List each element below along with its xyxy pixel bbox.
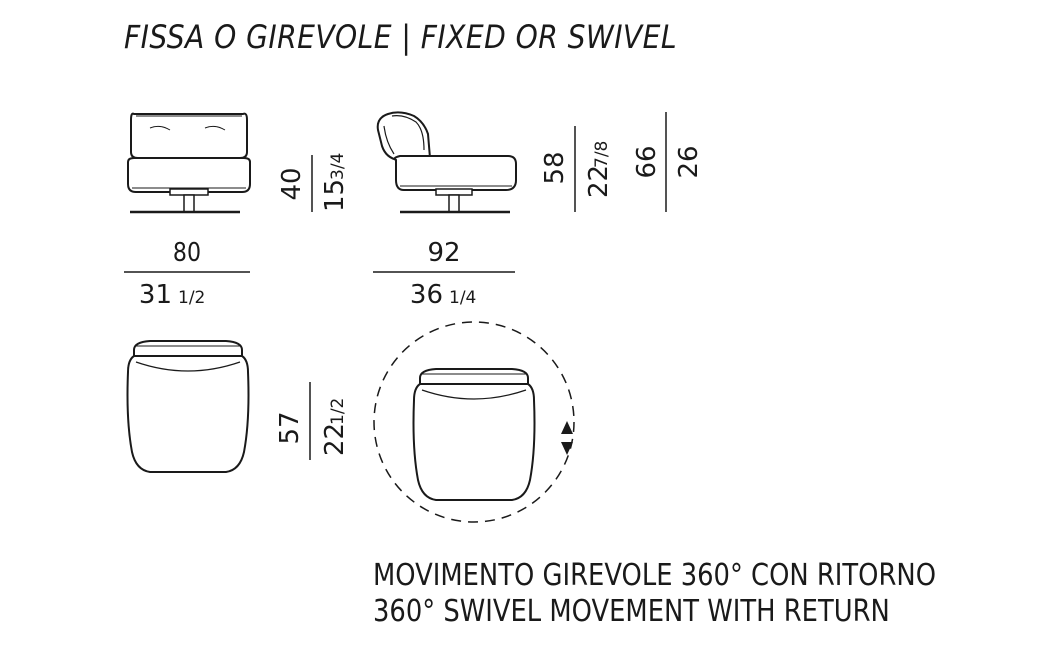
seat-height-in: 15: [320, 179, 350, 212]
swivel-top-view-chair: [373, 321, 575, 523]
side-depth-in: 36: [410, 280, 443, 310]
swivel-caption-english: 360° SWIVEL MOVEMENT WITH RETURN: [373, 594, 890, 629]
total-height-in: 26: [674, 145, 704, 178]
back-height-in-fraction: 7/8: [592, 141, 612, 168]
total-height-cm: 66: [632, 145, 662, 178]
top-depth-in-fraction: 1/2: [328, 398, 348, 425]
side-depth-in-fraction: 1/4: [449, 288, 476, 308]
top-view-chair: [126, 340, 250, 473]
seat-height-in-fraction: 3/4: [328, 153, 348, 180]
top-depth-in: 22: [320, 423, 350, 456]
seat-height-dimension: 40 15 3/4: [277, 153, 350, 212]
drawing-title: FISSA O GIREVOLE | FIXED OR SWIVEL: [124, 18, 677, 56]
back-height-dimension: 58 22 7/8: [540, 126, 614, 212]
front-width-cm: 80: [173, 237, 201, 267]
top-depth-cm: 57: [275, 411, 305, 444]
swivel-rotation-circle: [373, 321, 575, 523]
swivel-arrows-icon: [561, 421, 573, 455]
front-width-in: 31: [139, 280, 172, 310]
top-depth-dimension: 57 22 1/2: [275, 382, 350, 460]
side-depth-dimension: 92 36 1/4: [373, 238, 515, 310]
side-depth-cm: 92: [427, 238, 460, 268]
total-height-dimension: 66 26: [632, 112, 704, 212]
back-height-in: 22: [584, 165, 614, 198]
front-view-chair: [127, 112, 251, 214]
front-width-dimension: 80 31 1/2: [124, 237, 250, 310]
front-width-in-fraction: 1/2: [178, 288, 205, 308]
swivel-caption-italian: MOVIMENTO GIREVOLE 360° CON RITORNO: [373, 558, 937, 593]
side-view-chair: [376, 111, 517, 214]
seat-height-cm: 40: [277, 167, 307, 200]
back-height-cm: 58: [540, 151, 570, 184]
